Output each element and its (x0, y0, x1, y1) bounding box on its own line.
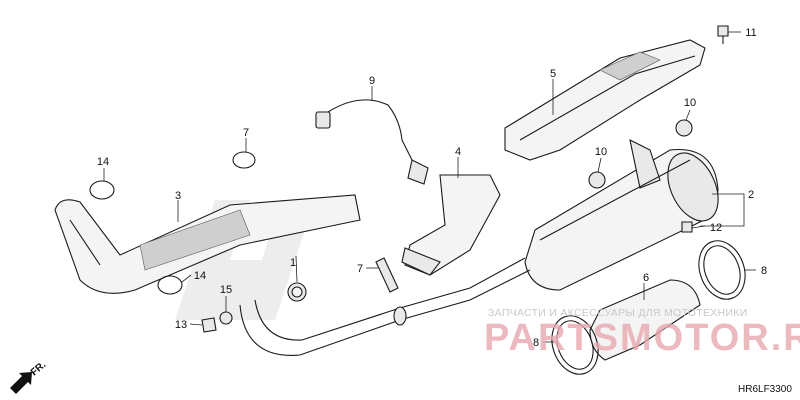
bolt-12 (681, 221, 693, 233)
callout-12: 12 (710, 222, 722, 234)
callout-14a: 14 (97, 156, 109, 168)
muffler (524, 139, 719, 291)
flange-bolt-13 (201, 317, 217, 333)
callout-10b: 10 (595, 146, 607, 158)
callout-9: 9 (369, 75, 375, 87)
exhaust-manifold (54, 194, 361, 294)
watermark-tagline: ЗАПЧАСТИ И АКСЕССУАРЫ ДЛЯ МОТОТЕХНИКИ (488, 307, 748, 319)
callout-1: 1 (290, 257, 296, 269)
washer (219, 311, 233, 325)
callout-13: 13 (175, 319, 187, 331)
band-clamp-lower (551, 315, 599, 375)
callout-5: 5 (550, 68, 556, 80)
small-clamp-upper (89, 180, 115, 200)
exhaust-pipe (239, 257, 531, 356)
bolt-11 (717, 25, 729, 44)
leader-lines (103, 31, 756, 343)
arrow-icon (10, 372, 32, 394)
mid-pipe-bracket (401, 174, 501, 276)
callout-8b: 8 (533, 337, 539, 349)
grommet-upper (675, 119, 693, 137)
grommet-lower (588, 171, 606, 189)
callout-14b: 14 (194, 270, 206, 282)
small-clamp-lower (157, 275, 183, 295)
callout-labels: 1 2 3 4 5 6 7 7 8 8 9 10 10 11 12 13 14 … (97, 27, 767, 349)
callout-2: 2 (748, 189, 754, 201)
band-clamp-upper (698, 240, 746, 300)
gasket (287, 282, 307, 302)
callout-4: 4 (455, 146, 461, 158)
heat-shield (504, 39, 706, 161)
callout-6: 6 (643, 272, 649, 284)
callout-11: 11 (745, 27, 756, 39)
sensor-boss-7 (375, 257, 399, 293)
site-watermark: ЗАПЧАСТИ И АКСЕССУАРЫ ДЛЯ МОТОТЕХНИКИ PA… (484, 307, 800, 359)
callout-10a: 10 (684, 97, 696, 109)
callout-7b: 7 (357, 263, 363, 275)
oxygen-sensor (315, 99, 429, 185)
callout-8a: 8 (761, 265, 767, 277)
clamp-7-upper (232, 151, 256, 169)
diagram-code: HR6LF3300 (738, 384, 792, 395)
front-direction-indicator: FR. (10, 359, 48, 394)
direction-label: FR. (29, 359, 49, 378)
callout-15: 15 (220, 284, 232, 296)
callout-7a: 7 (243, 127, 249, 139)
watermark-brand: PARTSMOTOR.RU (484, 317, 800, 359)
callout-3: 3 (175, 190, 181, 202)
